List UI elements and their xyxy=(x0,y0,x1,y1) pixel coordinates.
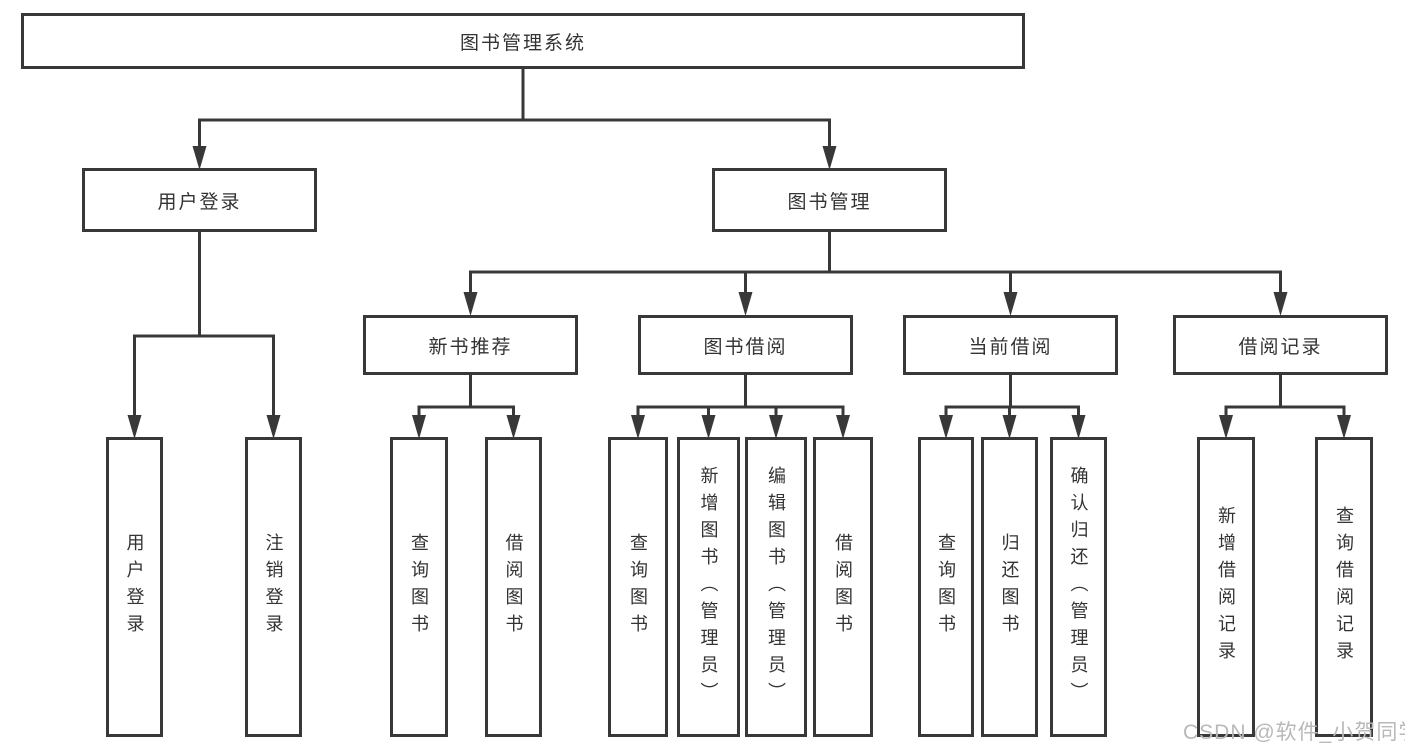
node-leaf-borrow-book-1: 借阅图书 xyxy=(485,437,542,737)
node-leaf-query-book-2: 查询图书 xyxy=(608,437,668,737)
node-book-management: 图书管理 xyxy=(712,168,947,232)
node-leaf-confirm-return-admin: 确认归还（管理员） xyxy=(1050,437,1107,737)
node-leaf-add-borrow-record: 新增借阅记录 xyxy=(1197,437,1255,737)
node-leaf-return-book: 归还图书 xyxy=(981,437,1038,737)
node-label: 查询图书 xyxy=(936,533,956,641)
node-label: 编辑图书（管理员） xyxy=(766,465,786,709)
node-leaf-query-book-3: 查询图书 xyxy=(918,437,974,737)
node-leaf-query-book-1: 查询图书 xyxy=(390,437,448,737)
node-label: 确认归还（管理员） xyxy=(1068,465,1089,709)
arrow-down-icon xyxy=(836,415,850,439)
node-leaf-logout: 注销登录 xyxy=(245,437,302,737)
node-label: 新增图书（管理员） xyxy=(698,465,719,709)
node-leaf-borrow-book-2: 借阅图书 xyxy=(813,437,873,737)
arrow-down-icon xyxy=(1003,292,1018,316)
node-leaf-add-book-admin: 新增图书（管理员） xyxy=(677,437,740,737)
arrow-down-icon xyxy=(1071,415,1086,439)
node-label: 用户登录 xyxy=(124,533,145,641)
arrow-down-icon xyxy=(701,415,716,439)
arrow-down-icon xyxy=(412,415,426,439)
node-label: 借阅记录 xyxy=(1238,336,1323,358)
node-label: 当前借阅 xyxy=(968,336,1053,358)
node-label: 查询图书 xyxy=(409,533,429,641)
node-leaf-user-login: 用户登录 xyxy=(106,437,163,737)
node-book-borrow: 图书借阅 xyxy=(638,315,853,375)
node-label: 图书管理系统 xyxy=(459,32,586,54)
node-label: 图书管理 xyxy=(787,191,872,213)
node-label: 归还图书 xyxy=(999,533,1020,641)
arrow-down-icon xyxy=(266,415,281,439)
node-new-book-recommend: 新书推荐 xyxy=(363,315,578,375)
arrow-down-icon xyxy=(631,415,645,439)
arrow-down-icon xyxy=(127,415,142,439)
node-label: 新书推荐 xyxy=(428,336,513,358)
node-label: 借阅图书 xyxy=(503,533,524,641)
watermark: CSDN @软件_小贺同学 xyxy=(1183,721,1405,744)
node-current-borrow: 当前借阅 xyxy=(903,315,1118,375)
node-borrow-record: 借阅记录 xyxy=(1173,315,1388,375)
node-user-login: 用户登录 xyxy=(82,168,317,232)
arrow-down-icon xyxy=(769,415,783,439)
node-label: 查询借阅记录 xyxy=(1334,506,1354,668)
arrow-down-icon xyxy=(463,292,478,316)
node-label: 新增借阅记录 xyxy=(1216,506,1236,668)
node-label: 查询图书 xyxy=(628,533,648,641)
node-leaf-query-borrow-record: 查询借阅记录 xyxy=(1315,437,1373,737)
node-leaf-edit-book-admin: 编辑图书（管理员） xyxy=(745,437,807,737)
arrow-down-icon xyxy=(1273,292,1288,316)
arrow-down-icon xyxy=(192,146,207,170)
arrow-down-icon xyxy=(1002,415,1017,439)
arrow-down-icon xyxy=(1337,415,1351,439)
arrow-down-icon xyxy=(939,415,953,439)
arrow-down-icon xyxy=(1219,415,1233,439)
arrow-down-icon xyxy=(822,146,837,170)
node-label: 注销登录 xyxy=(263,533,284,641)
arrow-down-icon xyxy=(738,292,753,316)
node-label: 用户登录 xyxy=(157,191,242,213)
node-label: 借阅图书 xyxy=(833,533,853,641)
arrow-down-icon xyxy=(506,415,521,439)
node-label: 图书借阅 xyxy=(703,336,788,358)
node-root-system: 图书管理系统 xyxy=(21,13,1025,69)
